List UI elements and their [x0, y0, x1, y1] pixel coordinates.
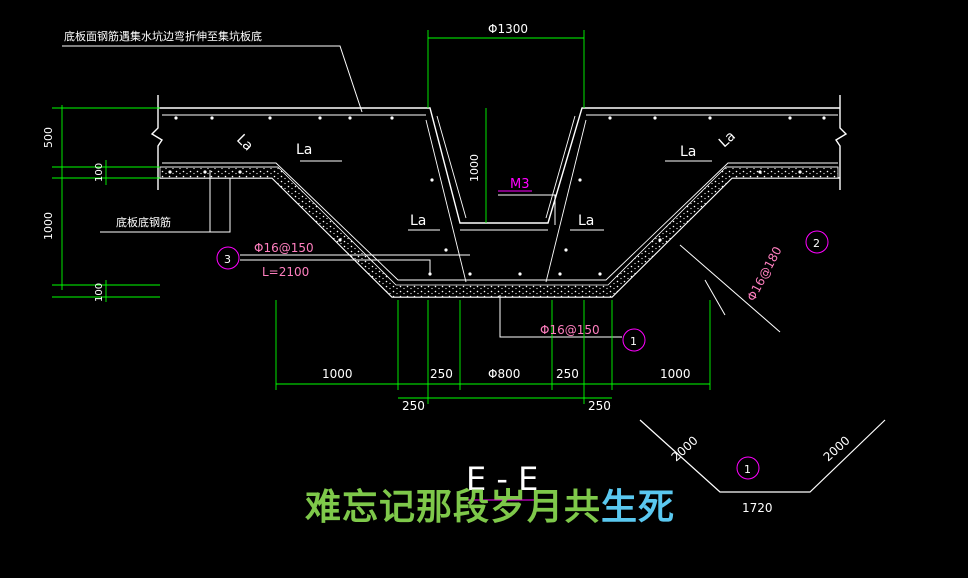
dim-bottom-250-d: 250 [588, 399, 611, 413]
dim-detail-2000-right: 2000 [821, 433, 853, 464]
bar3-no: 3 [224, 253, 231, 266]
la-label: La [680, 144, 696, 160]
dim-pit-depth: 1000 [468, 154, 481, 182]
bent-bar-detail [639, 419, 886, 493]
dim-left-500: 500 [42, 127, 55, 148]
bar1-spec: Φ16@150 [540, 323, 600, 337]
la-label: La [716, 128, 739, 151]
dim-bottom-1000-left: 1000 [322, 367, 353, 381]
la-label: La [233, 132, 256, 155]
bar3-length: L=2100 [262, 265, 309, 279]
la-label: La [410, 213, 426, 229]
top-label: 底板面钢筋遇集水坑边弯折伸至集坑板底 [64, 29, 262, 43]
dimension-lines [52, 30, 711, 404]
magenta-marks [216, 190, 829, 501]
dim-left-100-top: 100 [94, 163, 105, 182]
bar3-spec: Φ16@150 [254, 241, 314, 255]
overlay-caption-green: 难忘记那段岁月共 [305, 487, 602, 528]
leader-lines [62, 45, 781, 338]
bar1-no: 1 [630, 335, 637, 348]
dim-bottom-250-a: 250 [430, 367, 453, 381]
slab-outline [150, 95, 848, 298]
dim-pit-top: Φ1300 [488, 22, 528, 36]
bar2-no: 2 [813, 237, 820, 250]
dim-bottom-pit: Φ800 [488, 367, 520, 381]
overlay-caption-blue: 生死 [601, 487, 676, 528]
mark-m3: M3 [510, 177, 530, 192]
la-label: La [296, 142, 312, 158]
bar2-spec: Φ16@180 [744, 244, 784, 303]
dim-bottom-1000-right: 1000 [660, 367, 691, 381]
rebar-dots [168, 116, 826, 276]
dim-bottom-250-b: 250 [556, 367, 579, 381]
la-label: La [578, 213, 594, 229]
dim-left-100-bot: 100 [94, 283, 105, 302]
bar-1-circle [622, 328, 646, 352]
detail-no: 1 [744, 463, 751, 476]
bar-2-circle [805, 230, 829, 254]
bar-3-circle [216, 246, 240, 270]
bottom-bar-label: 底板底钢筋 [116, 215, 171, 229]
cushion-layer [159, 166, 839, 298]
dim-bottom-250-c: 250 [402, 399, 425, 413]
detail-1-circle [736, 456, 760, 480]
section-title: E - E [466, 460, 538, 498]
dim-detail-1720: 1720 [742, 501, 773, 515]
overlay-caption: 难忘记那段岁月共生死 [305, 478, 675, 530]
dim-left-1000: 1000 [42, 212, 55, 240]
drawing-text: 底板面钢筋遇集水坑边弯折伸至集坑板底 底板底钢筋 Φ1300 500 100 1… [42, 22, 853, 515]
